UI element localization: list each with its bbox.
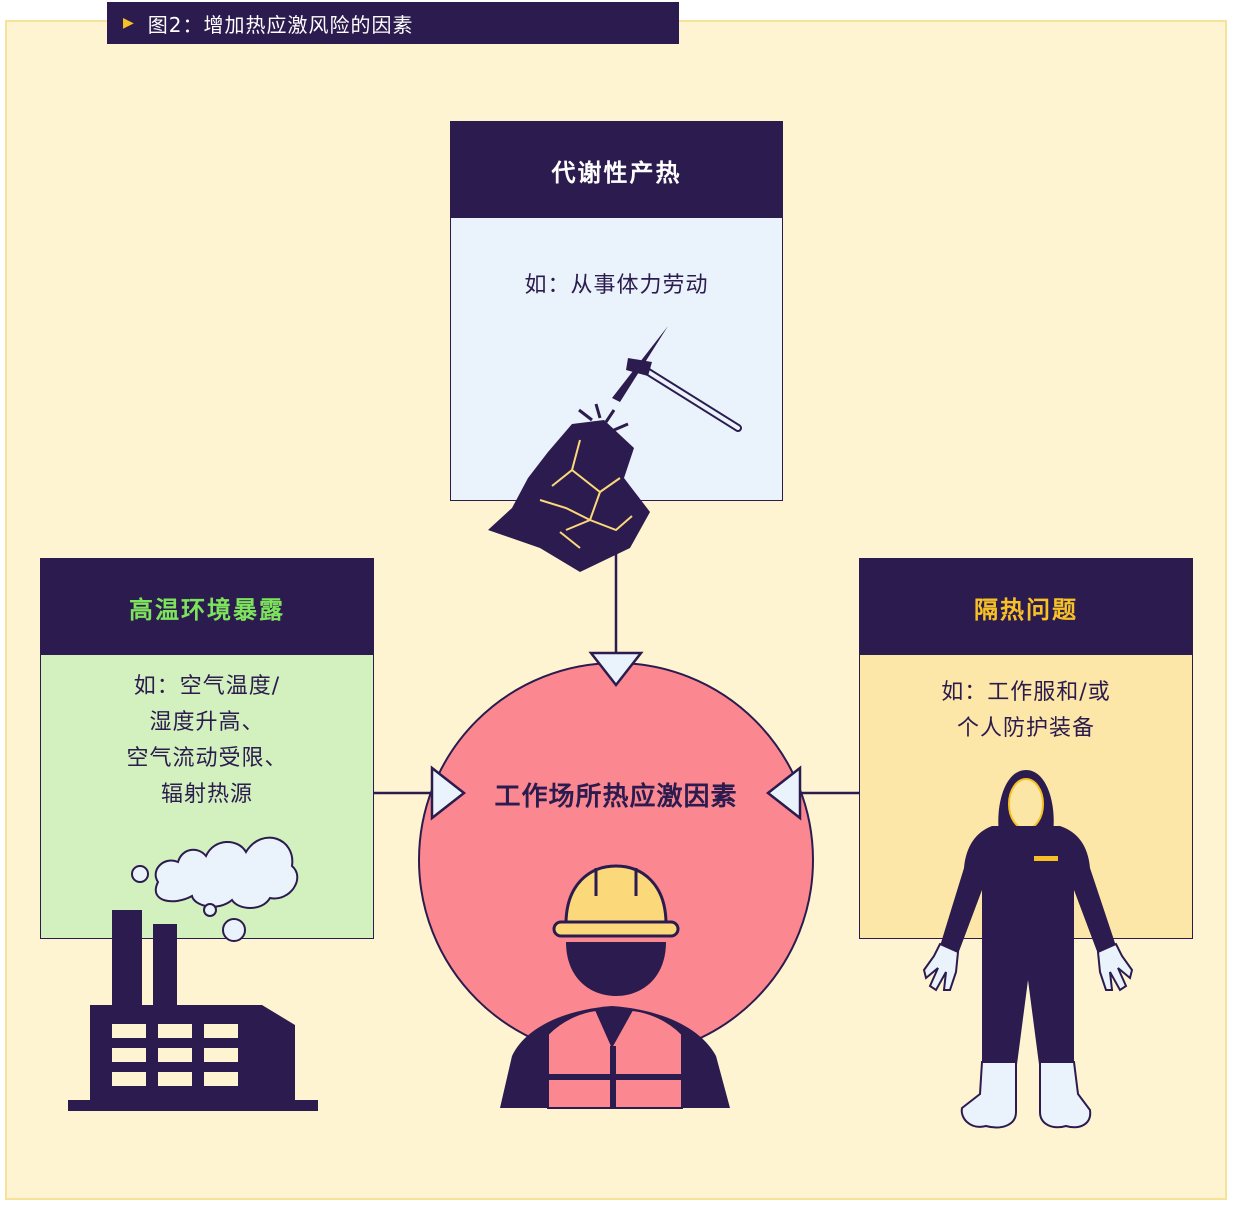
insulation-title: 隔热问题 — [860, 559, 1192, 655]
arrow-from-right — [765, 765, 802, 821]
factory-smoke-icon — [68, 836, 318, 1111]
arrow-from-left — [430, 765, 467, 821]
arrow-from-top — [588, 651, 644, 688]
worker-hardhat-icon — [500, 864, 730, 1109]
metabolic-heat-title: 代谢性产热 — [451, 122, 782, 218]
figure-title: 图2：增加热应激风险的因素 — [147, 12, 414, 37]
figure-header: ▶ 图2：增加热应激风险的因素 — [107, 2, 679, 44]
play-triangle-icon: ▶ — [123, 15, 134, 31]
insulation-box: 隔热问题 如：工作服和/或 个人防护装备 — [859, 558, 1193, 939]
pickaxe-rock-icon — [488, 326, 742, 572]
environment-exposure-title: 高温环境暴露 — [41, 559, 373, 655]
environment-exposure-example: 如：空气温度/ 湿度升高、 空气流动受限、 辐射热源 — [126, 674, 288, 807]
center-circle — [418, 662, 814, 1058]
environment-exposure-box: 高温环境暴露 如：空气温度/ 湿度升高、 空气流动受限、 辐射热源 — [40, 558, 374, 939]
metabolic-heat-example: 如：从事体力劳动 — [524, 273, 709, 298]
connector-lines — [374, 540, 859, 795]
center-label: 工作场所热应激因素 — [494, 782, 738, 812]
insulation-example: 如：工作服和/或 个人防护装备 — [941, 680, 1111, 741]
protective-suit-icon — [922, 770, 1134, 1129]
